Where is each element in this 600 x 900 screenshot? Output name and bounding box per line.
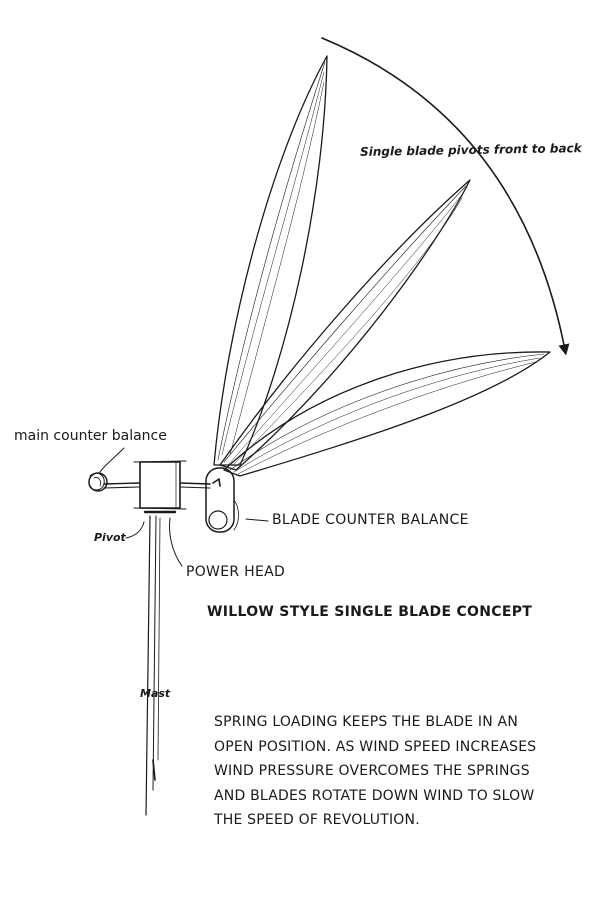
pointer-blade-counter-balance <box>245 518 269 522</box>
main-counter-balance-weight <box>88 472 108 492</box>
label-mast: Mast <box>140 687 171 700</box>
pointer-power-head <box>169 517 183 567</box>
description-line: WIND PRESSURE OVERCOMES THE SPRINGS <box>214 763 530 779</box>
label-power-head: POWER HEAD <box>186 564 286 580</box>
blade-hub <box>205 467 239 533</box>
description-line: SPRING LOADING KEEPS THE BLADE IN AN <box>214 714 518 730</box>
pointer-pivot <box>125 521 145 539</box>
power-head-box <box>133 460 187 514</box>
description-line: THE SPEED OF REVOLUTION. <box>214 812 420 828</box>
blade-horizontal <box>223 351 551 477</box>
description-line: OPEN POSITION. AS WIND SPEED INCREASES <box>214 738 537 755</box>
pivot-arc-arrow <box>321 37 570 356</box>
pointer-main-counter-balance <box>99 447 125 473</box>
description-text: SPRING LOADING KEEPS THE BLADE IN AN OPE… <box>214 710 594 833</box>
label-pivot: Pivot <box>94 531 126 544</box>
blade-vertical <box>213 55 328 466</box>
blade-diagonal <box>219 179 471 471</box>
mast-pole <box>145 515 161 816</box>
diagram-title: WILLOW STYLE SINGLE BLADE CONCEPT <box>207 604 533 620</box>
label-blade-counter-balance: BLADE COUNTER BALANCE <box>272 512 469 528</box>
description-line: AND BLADES ROTATE DOWN WIND TO SLOW <box>214 787 535 804</box>
shaft <box>103 482 211 489</box>
label-main-counter-balance: main counter balance <box>14 428 167 444</box>
